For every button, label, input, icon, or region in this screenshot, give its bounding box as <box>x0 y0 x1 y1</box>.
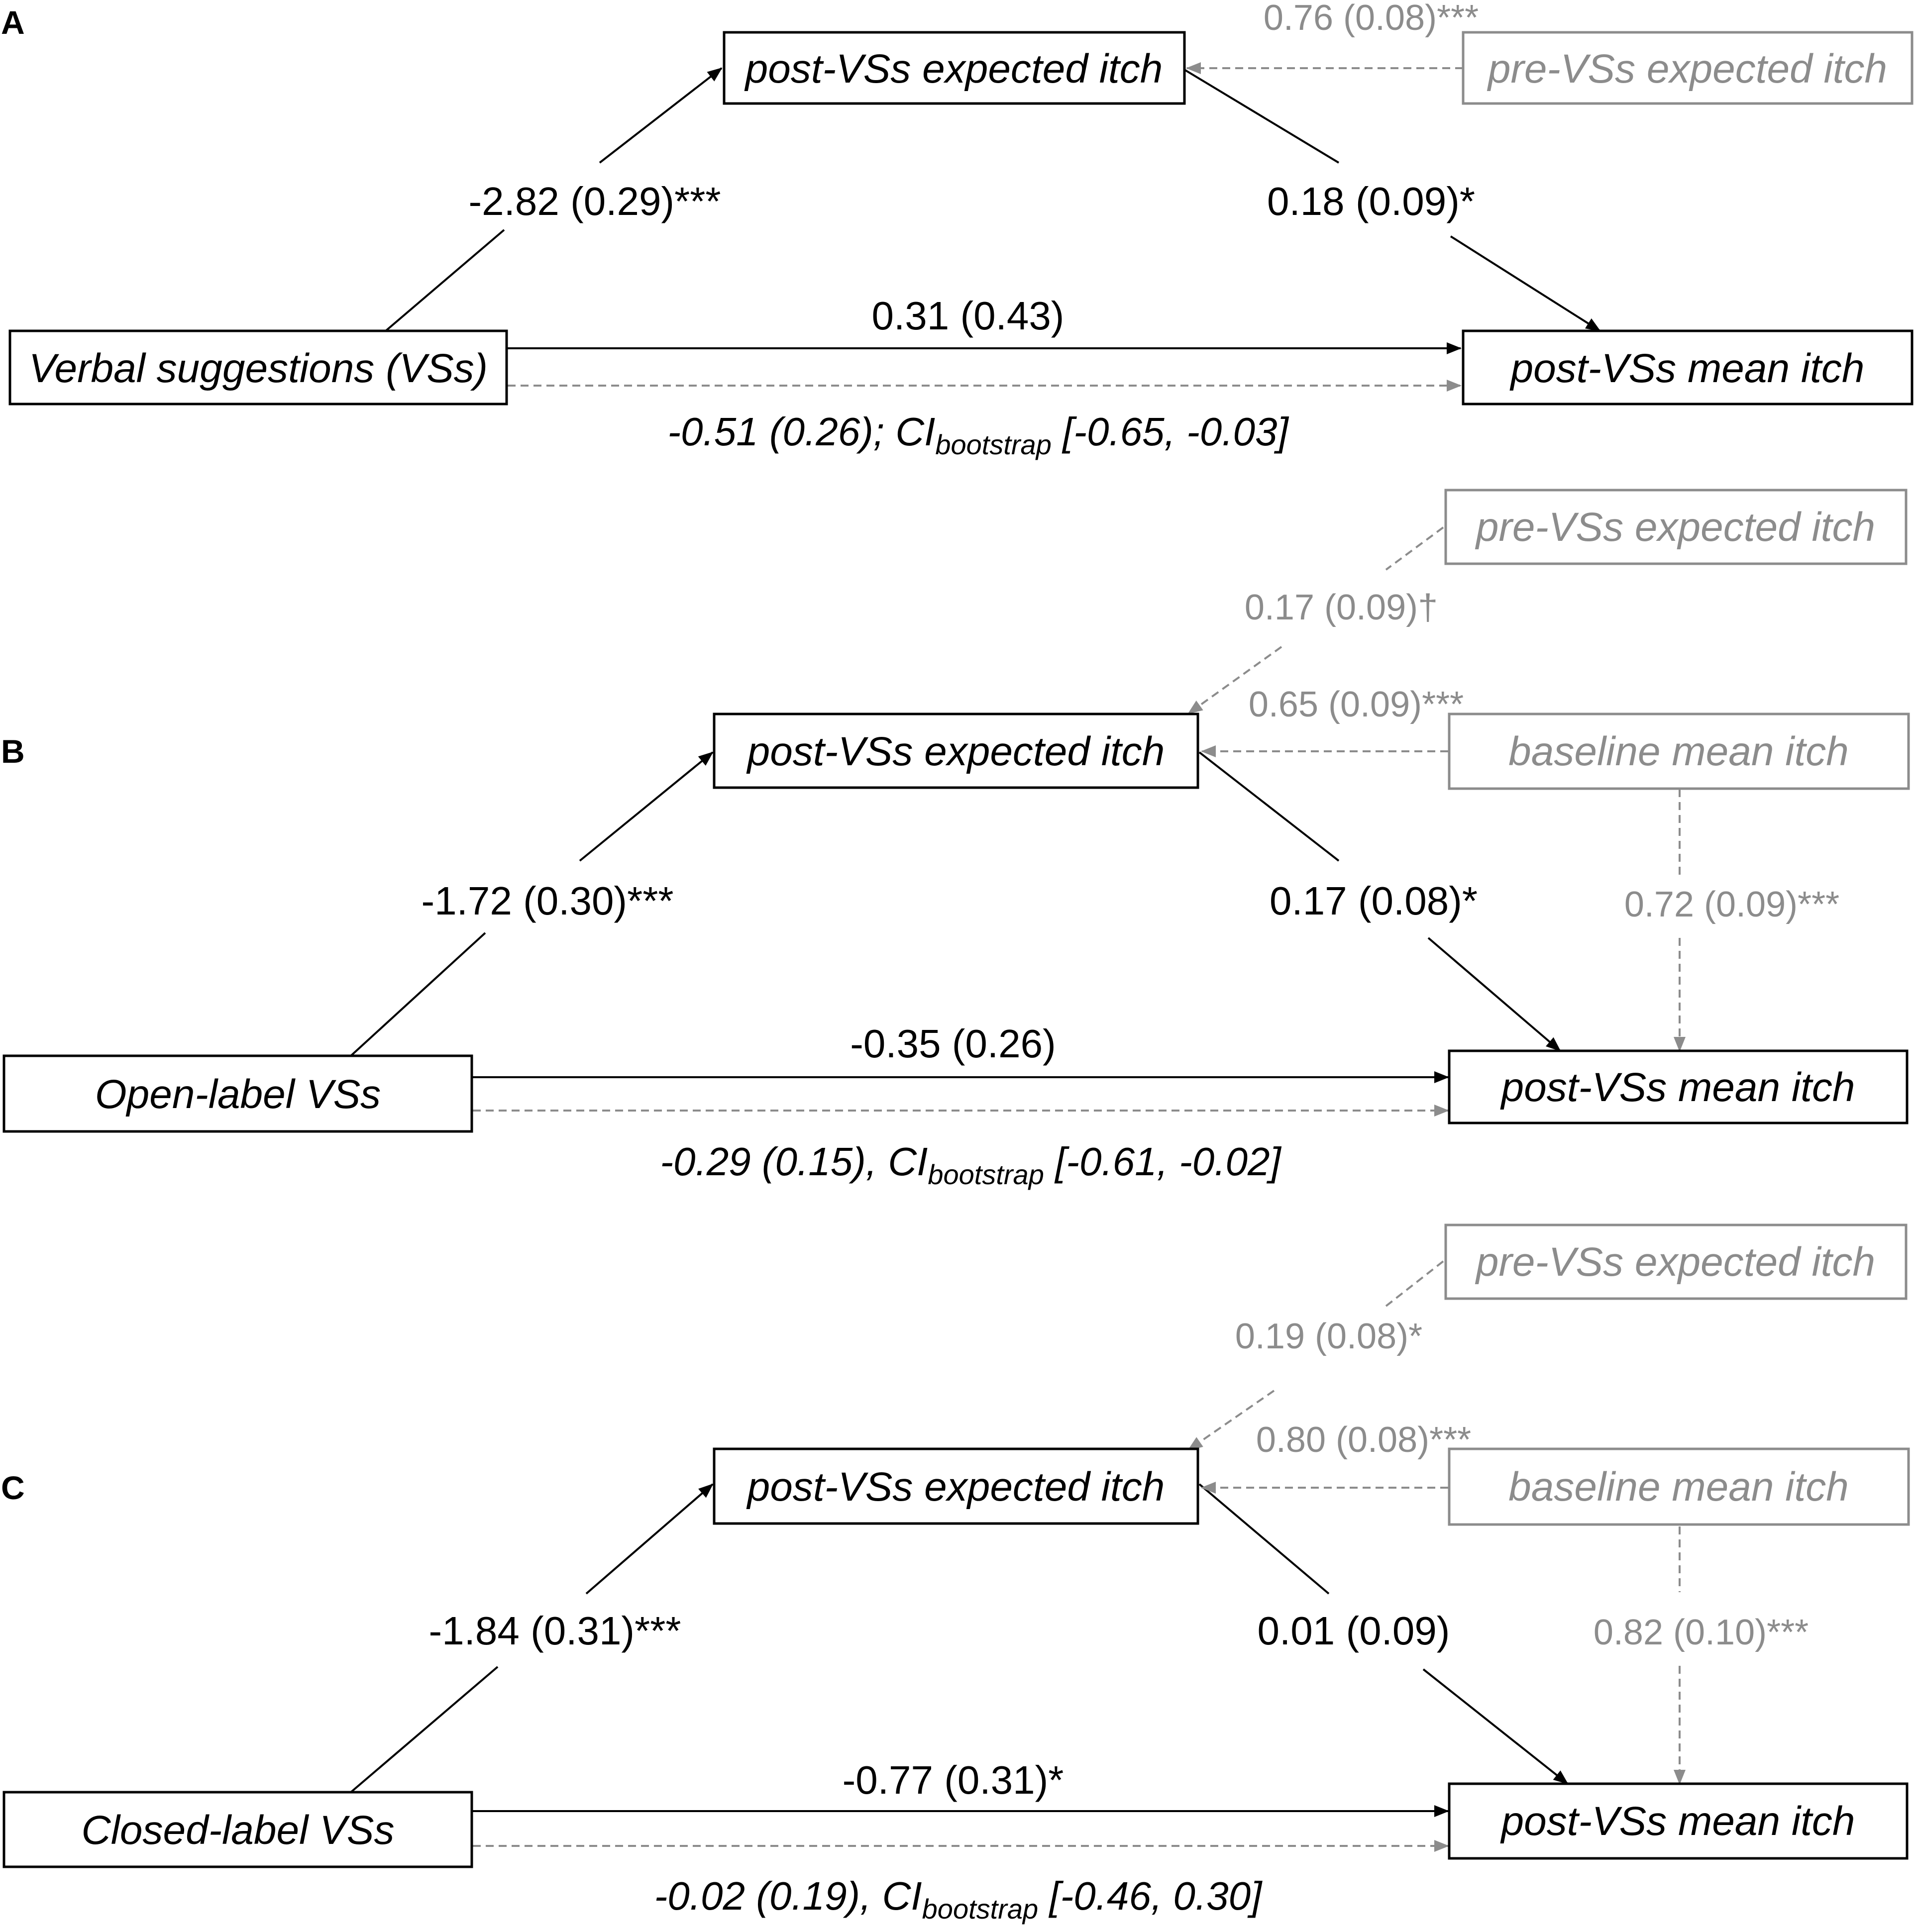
coef-b: 0.17 (0.08)* <box>1270 879 1478 923</box>
panel-a: A Verbal suggestions (VSs) post-VSs expe… <box>1 0 1914 460</box>
path-a-arrow-c <box>350 1666 499 1793</box>
coef-a: -2.82 (0.29)*** <box>469 179 721 223</box>
node-cov2-c: baseline mean itch <box>1448 1447 1910 1526</box>
panel-c: C Closed-label VSs post-VSs expected itc… <box>1 1223 1910 1925</box>
path-a-arrow-c-upper <box>585 1483 714 1595</box>
node-x-label: Open-label VSs <box>95 1072 381 1117</box>
panel-letter-b: B <box>1 733 25 770</box>
path-a-arrow-a-upper <box>599 67 723 164</box>
indirect-effect-label: -0.02 (0.19), CIbootstrap [-0.46, 0.30] <box>654 1874 1263 1925</box>
panel-b: B Open-label VSs post-VSs expected itch … <box>1 489 1910 1190</box>
node-x-label: Closed-label VSs <box>82 1808 395 1853</box>
coef-cov1-m: 0.19 (0.08)* <box>1235 1317 1422 1356</box>
coef-b: 0.18 (0.09)* <box>1267 179 1475 223</box>
node-y-label: post-VSs mean itch <box>1509 346 1865 391</box>
node-y-c: post-VSs mean itch <box>1448 1782 1909 1860</box>
path-a-arrow-a <box>385 229 505 332</box>
coef-a: -1.84 (0.31)*** <box>429 1609 681 1653</box>
node-cov1-label: pre-VSs expected itch <box>1487 46 1887 92</box>
cov1-m-arrow-b-lower <box>1187 646 1282 714</box>
path-a-arrow-b-upper <box>579 751 714 862</box>
path-b-arrow-a-lower <box>1450 235 1601 332</box>
node-x-c: Closed-label VSs <box>2 1791 473 1868</box>
coef-cov1-m: 0.76 (0.08)*** <box>1264 0 1479 38</box>
node-cov2-label: baseline mean itch <box>1508 1464 1849 1510</box>
node-m-label: post-VSs expected itch <box>746 729 1165 774</box>
indirect-effect-label: -0.51 (0.26); CIbootstrap [-0.65, -0.03] <box>667 409 1289 460</box>
cov1-m-arrow-b <box>1385 526 1444 571</box>
node-cov1-b: pre-VSs expected itch <box>1444 489 1908 565</box>
node-m-b: post-VSs expected itch <box>713 712 1199 789</box>
node-cov1-a: pre-VSs expected itch <box>1462 31 1914 105</box>
coef-cov2-m: 0.80 (0.08)*** <box>1256 1420 1471 1460</box>
node-y-label: post-VSs mean itch <box>1500 1065 1855 1110</box>
node-y-a: post-VSs mean itch <box>1462 329 1914 406</box>
node-m-label: post-VSs expected itch <box>744 46 1163 92</box>
node-x-b: Open-label VSs <box>2 1054 473 1133</box>
coef-c: -0.77 (0.31)* <box>843 1758 1064 1802</box>
node-cov2-b: baseline mean itch <box>1448 712 1910 790</box>
coef-cov2-y: 0.82 (0.10)*** <box>1594 1613 1809 1652</box>
cov1-m-arrow-c <box>1385 1260 1444 1307</box>
node-m-label: post-VSs expected itch <box>746 1464 1165 1510</box>
panel-letter-a: A <box>1 4 25 41</box>
path-b-arrow-a <box>1181 67 1340 164</box>
node-cov2-label: baseline mean itch <box>1508 729 1849 774</box>
node-y-b: post-VSs mean itch <box>1448 1049 1909 1124</box>
node-m-a: post-VSs expected itch <box>723 31 1186 105</box>
node-y-label: post-VSs mean itch <box>1500 1799 1855 1844</box>
node-x-a: Verbal suggestions (VSs) <box>8 329 508 406</box>
coef-c: -0.35 (0.26) <box>850 1021 1056 1066</box>
coef-cov2-y: 0.72 (0.09)*** <box>1624 885 1839 924</box>
node-cov1-label: pre-VSs expected itch <box>1475 1239 1875 1285</box>
coef-c: 0.31 (0.43) <box>872 294 1064 338</box>
cov1-m-arrow-c-lower <box>1187 1390 1275 1451</box>
coef-cov1-m: 0.17 (0.09)† <box>1245 588 1438 627</box>
node-cov1-label: pre-VSs expected itch <box>1475 505 1875 550</box>
node-cov1-c: pre-VSs expected itch <box>1444 1223 1908 1300</box>
indirect-effect-label: -0.29 (0.15), CIbootstrap [-0.61, -0.02] <box>660 1139 1281 1190</box>
path-b-arrow-c-lower <box>1422 1668 1569 1785</box>
coef-a: -1.72 (0.30)*** <box>422 879 674 923</box>
path-b-arrow-b-lower <box>1427 937 1561 1052</box>
path-b-arrow-b <box>1198 751 1340 862</box>
node-m-c: post-VSs expected itch <box>713 1447 1199 1525</box>
coef-b: 0.01 (0.09) <box>1258 1609 1450 1653</box>
path-b-arrow-c <box>1198 1483 1330 1595</box>
panel-letter-c: C <box>1 1469 25 1506</box>
path-a-arrow-b <box>350 932 486 1057</box>
node-x-label: Verbal suggestions (VSs) <box>29 346 488 391</box>
coef-cov2-m: 0.65 (0.09)*** <box>1249 685 1464 724</box>
